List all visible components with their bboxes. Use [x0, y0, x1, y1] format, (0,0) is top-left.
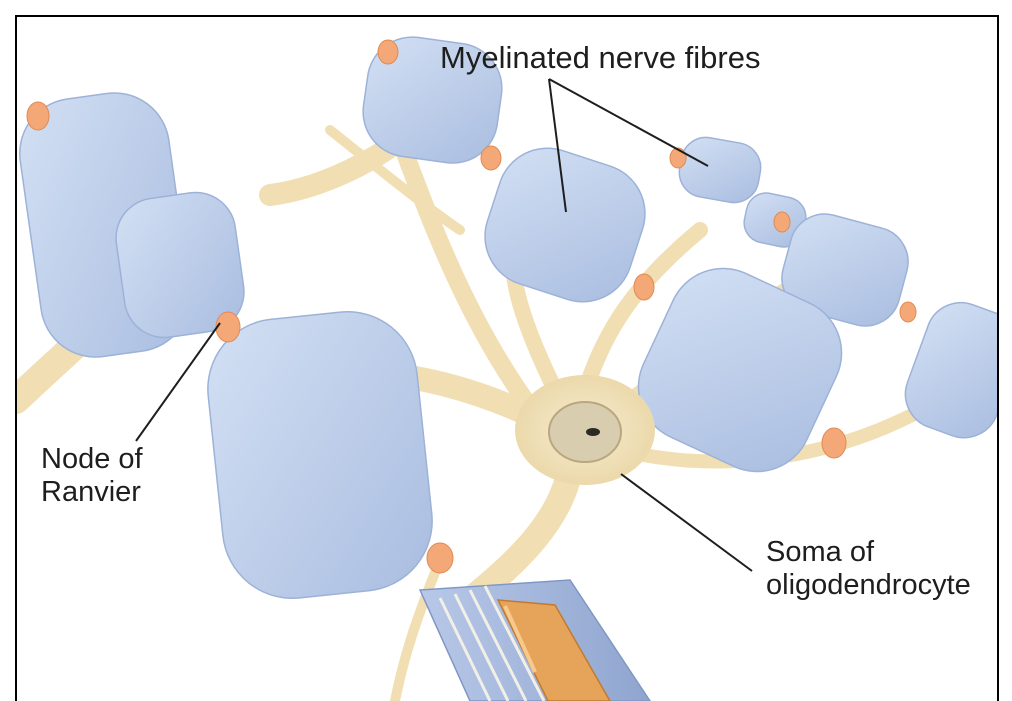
- nucleus: [549, 402, 621, 462]
- node-right-3: [900, 302, 916, 322]
- label-soma-line2: oligodendrocyte: [766, 569, 971, 602]
- node-top: [378, 40, 398, 64]
- label-myelinated-nerve-fibres: Myelinated nerve fibres: [440, 40, 761, 75]
- node-right-2: [774, 212, 790, 232]
- node-right-small: [670, 148, 686, 168]
- label-soma-line1: Soma of: [766, 536, 971, 569]
- node-mid-top: [481, 146, 501, 170]
- axon-cross-section: [420, 580, 650, 701]
- node-bottom: [427, 543, 453, 573]
- label-soma-of-oligodendrocyte: Soma of oligodendrocyte: [766, 536, 971, 602]
- leader-soma: [621, 474, 752, 571]
- nucleolus: [586, 428, 600, 436]
- oligodendrocyte-soma: [515, 375, 655, 485]
- axon-bottom: [395, 560, 440, 701]
- sheath-small-right: [675, 134, 764, 207]
- node-ranvier-main: [216, 312, 240, 342]
- node-lower-right: [822, 428, 846, 458]
- label-node-of-ranvier: Node of Ranvier: [41, 443, 143, 509]
- leader-myelin-2: [549, 79, 708, 166]
- node-mid: [634, 274, 654, 300]
- label-node-line1: Node of: [41, 443, 143, 476]
- label-node-line2: Ranvier: [41, 476, 143, 509]
- myelin-sheaths: [13, 31, 1012, 605]
- node-top-left: [27, 102, 49, 130]
- sheath-large-center: [201, 305, 439, 605]
